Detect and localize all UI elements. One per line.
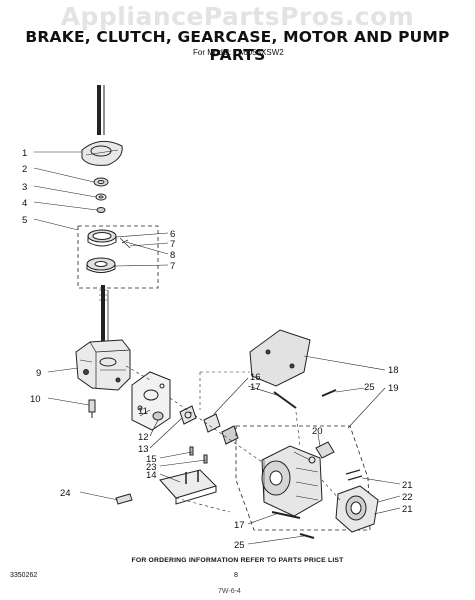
part-shield — [249, 329, 311, 387]
transmission-shaft — [99, 285, 109, 345]
part-brake-housing — [81, 140, 123, 166]
callout-16: 16 — [250, 372, 261, 383]
part-coupling — [152, 405, 239, 445]
callout-9: 9 — [36, 368, 41, 379]
callout-13: 13 — [138, 444, 149, 455]
callout-23: 23 — [146, 462, 157, 473]
part-washer — [95, 193, 107, 201]
callout-7a: 7 — [170, 239, 175, 250]
callout-4: 4 — [22, 198, 27, 209]
part-motor — [261, 445, 323, 517]
callout-1: 1 — [22, 148, 27, 159]
callout-18: 18 — [388, 365, 399, 376]
part-number: 3350262 — [10, 572, 38, 579]
callout-11: 11 — [138, 406, 148, 417]
footer-mark: 7W-6-4 — [218, 588, 241, 595]
page-number: 8 — [234, 572, 238, 579]
clutch-assembly-group — [77, 225, 159, 289]
callout-17a: 17 — [250, 382, 261, 393]
callout-17b: 17 — [234, 520, 245, 531]
watermark: AppliancePartsPros.com — [60, 2, 415, 31]
callout-5: 5 — [22, 215, 27, 226]
callout-20: 20 — [312, 426, 323, 437]
callout-22: 22 — [402, 492, 413, 503]
part-spring — [93, 177, 109, 187]
part-lower-clip — [271, 511, 315, 539]
callout-25a: 25 — [364, 382, 375, 393]
part-clip — [115, 493, 133, 505]
callout-numbers: 1 2 3 4 5 6 7 8 7 9 10 11 12 13 15 23 14… — [22, 148, 413, 551]
part-pump — [335, 469, 379, 533]
part-screws — [189, 446, 208, 464]
ordering-note: FOR ORDERING INFORMATION REFER TO PARTS … — [131, 557, 344, 564]
page-title: BRAKE, CLUTCH, GEARCASE, MOTOR AND PUMP … — [25, 28, 450, 64]
callout-8: 8 — [170, 250, 175, 261]
callout-24: 24 — [60, 488, 71, 499]
callout-7b: 7 — [170, 261, 175, 272]
agitator-shaft — [97, 85, 105, 135]
model-line: For Model: LA6055XSW2 — [193, 48, 284, 57]
leader-lines — [33, 151, 401, 545]
callout-25b: 25 — [234, 540, 245, 551]
callout-2: 2 — [22, 164, 27, 175]
callout-6: 6 — [170, 229, 175, 240]
part-retainer — [96, 207, 106, 213]
callout-12: 12 — [138, 432, 149, 443]
callout-19: 19 — [388, 383, 399, 394]
callout-3: 3 — [22, 182, 27, 193]
alignment-lines — [125, 365, 341, 513]
callout-15: 15 — [146, 454, 157, 465]
callout-21b: 21 — [402, 504, 413, 515]
part-screw-upper — [321, 389, 337, 397]
callout-21a: 21 — [402, 480, 413, 491]
part-motor-bracket — [159, 469, 217, 505]
callout-10: 10 — [30, 394, 41, 405]
part-switch — [308, 441, 335, 464]
callout-14: 14 — [146, 470, 157, 481]
part-bolt — [88, 399, 96, 418]
part-gearcase — [75, 339, 131, 391]
part-pin — [273, 391, 297, 409]
part-pump-bracket — [131, 371, 171, 431]
